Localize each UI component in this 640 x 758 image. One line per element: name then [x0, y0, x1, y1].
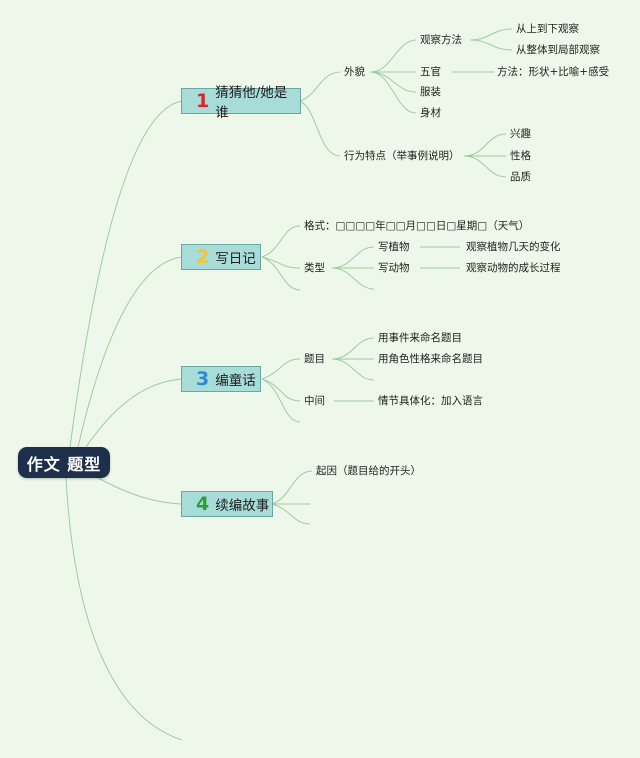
- node-leixing[interactable]: 类型: [304, 262, 325, 274]
- node-timu-b[interactable]: 用角色性格来命名题目: [378, 353, 483, 365]
- topic-1-label: 猜猜他/她是谁: [215, 85, 288, 121]
- link-leixing-extra: [331, 267, 375, 290]
- node-zhongjian-desc[interactable]: 情节具体化：加入语言: [378, 395, 483, 407]
- link-timu-a: [331, 337, 375, 360]
- link-t3-zhongjian: [261, 378, 301, 402]
- topic-1-number: 1: [196, 90, 210, 112]
- link-root-topic2: [77, 256, 183, 448]
- node-xingqu[interactable]: 兴趣: [510, 128, 531, 140]
- node-zhiwu[interactable]: 写植物: [378, 241, 410, 253]
- link-guancha-b: [469, 39, 513, 51]
- link-xingwei-pinzhi: [463, 155, 507, 178]
- node-waimao[interactable]: 外貌: [344, 66, 365, 78]
- link-t1-xingwei: [299, 100, 341, 157]
- link-t4-extra2: [271, 503, 311, 525]
- link-xingwei-xingqu: [463, 133, 507, 157]
- link-root-bottom: [65, 477, 183, 741]
- node-pinzhi[interactable]: 品质: [510, 171, 531, 183]
- node-wuguan-method[interactable]: 方法：形状+比喻+感受: [497, 66, 610, 78]
- link-t4-qiyin: [271, 470, 313, 505]
- node-guancha-b[interactable]: 从整体到局部观察: [516, 44, 600, 56]
- node-qiyin[interactable]: 起因（题目给的开头）: [316, 465, 421, 477]
- root-label: 作文 题型: [26, 454, 102, 474]
- node-dongwu-desc[interactable]: 观察动物的成长过程: [466, 262, 561, 274]
- node-shencai[interactable]: 身材: [420, 107, 441, 119]
- node-fuzhuang[interactable]: 服装: [420, 86, 441, 98]
- link-timu-extra: [331, 358, 375, 381]
- link-root-topic1: [69, 100, 183, 448]
- link-t1-waimao: [299, 71, 341, 102]
- link-waimao-fuzhuang: [369, 71, 417, 93]
- node-guancha[interactable]: 观察方法: [420, 34, 462, 46]
- link-leixing-zhiwu: [331, 246, 375, 269]
- node-zhiwu-desc[interactable]: 观察植物几天的变化: [466, 241, 561, 253]
- topic-3-label: 编童话: [215, 373, 256, 389]
- node-guancha-a[interactable]: 从上到下观察: [516, 23, 579, 35]
- node-timu-a[interactable]: 用事件来命名题目: [378, 332, 462, 344]
- link-guancha-a: [469, 28, 513, 41]
- link-t2-geshi: [261, 225, 301, 258]
- link-t2-leixing: [261, 256, 301, 269]
- root-node[interactable]: 作文 题型: [18, 447, 110, 478]
- node-dongwu[interactable]: 写动物: [378, 262, 410, 274]
- link-waimao-guancha: [369, 39, 417, 73]
- topic-3-number: 3: [196, 368, 210, 390]
- link-root-topic3: [85, 378, 183, 448]
- topic-2-label: 写日记: [215, 251, 256, 267]
- link-t3-extra: [261, 378, 301, 423]
- node-zhongjian[interactable]: 中间: [304, 395, 325, 407]
- topic-2-number: 2: [196, 246, 210, 268]
- topic-4-label: 续编故事: [215, 498, 270, 514]
- link-t3-timu: [261, 358, 301, 380]
- link-root-topic4: [97, 477, 183, 505]
- node-xingwei[interactable]: 行为特点（举事例说明）: [344, 150, 460, 162]
- topic-2-node[interactable]: 2 写日记: [181, 244, 261, 270]
- link-t2-extra: [261, 256, 301, 291]
- node-wuguan[interactable]: 五官: [420, 66, 441, 78]
- node-timu[interactable]: 题目: [304, 353, 325, 365]
- link-waimao-shencai: [369, 71, 417, 114]
- topic-3-node[interactable]: 3 编童话: [181, 366, 261, 392]
- topic-4-number: 4: [196, 493, 210, 515]
- node-xingge[interactable]: 性格: [510, 150, 531, 162]
- topic-1-node[interactable]: 1 猜猜他/她是谁: [181, 85, 301, 121]
- topic-4-node[interactable]: 4 续编故事: [181, 491, 273, 517]
- node-geshi[interactable]: 格式：□□□□年□□月□□日□星期□（天气）: [304, 220, 530, 232]
